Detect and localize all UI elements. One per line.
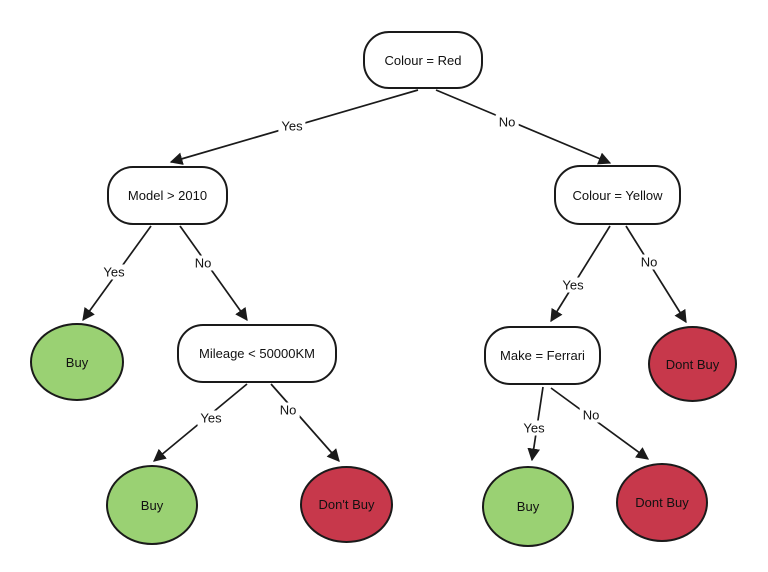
edge-label-model-no: No (191, 255, 215, 271)
leaf-buy-mileage-yes: Buy (106, 465, 198, 545)
edge-label-mileage-no: No (276, 402, 300, 418)
edge-label-ferrari-no: No (579, 407, 603, 423)
node-make-ferrari: Make = Ferrari (484, 326, 601, 385)
node-mileage-50000km: Mileage < 50000KM (177, 324, 337, 383)
edge-label-ferrari-yes: Yes (520, 420, 548, 436)
leaf-buy-model-yes: Buy (30, 323, 124, 401)
node-colour-red: Colour = Red (363, 31, 483, 89)
edge-label-root-yes: Yes (278, 118, 306, 134)
leaf-dont-buy-ferrari-no: Dont Buy (616, 463, 708, 542)
edge-label-model-yes: Yes (100, 264, 128, 280)
edge-label-root-no: No (495, 114, 519, 130)
edge-mileage-no (270, 383, 340, 462)
edge-yellow-no (625, 225, 687, 324)
leaf-dont-buy-yellow-no: Dont Buy (648, 326, 737, 402)
node-colour-yellow: Colour = Yellow (554, 165, 681, 225)
leaf-buy-ferrari-yes: Buy (482, 466, 574, 547)
edge-yellow-yes (550, 225, 611, 323)
node-model-2010: Model > 2010 (107, 166, 228, 225)
leaf-dont-buy-mileage-no: Don't Buy (300, 466, 393, 543)
edge-model-no (179, 225, 248, 322)
edge-label-yellow-yes: Yes (559, 277, 587, 293)
edge-ferrari-no (550, 387, 650, 460)
edge-label-mileage-yes: Yes (197, 410, 225, 426)
edge-root-no (435, 89, 612, 165)
edge-label-yellow-no: No (637, 254, 661, 270)
